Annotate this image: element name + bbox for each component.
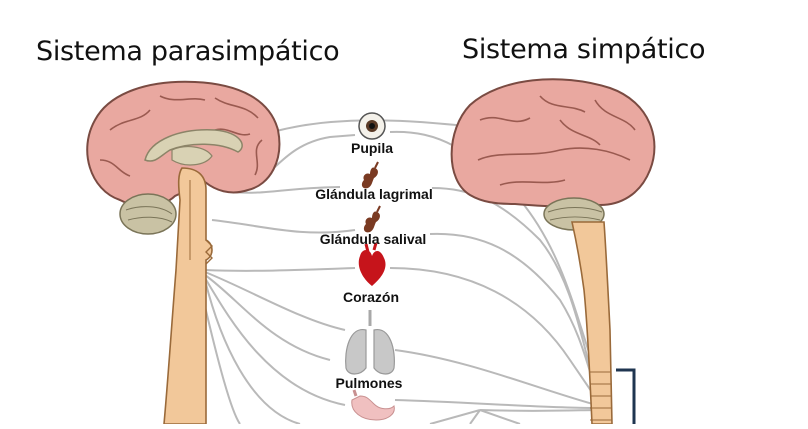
nerve-para-lungs-2 [204,274,331,361]
organ-label-pupil: Pupila [350,140,394,156]
nerve-para-salivary [211,219,356,234]
thoracic-bracket [616,368,636,424]
left-cerebellum [119,193,177,235]
left-brain [86,80,281,425]
organ-label-lacrimal: Glándula lagrimal [315,186,433,202]
nerve-para-lungs-1 [204,271,346,331]
organ-label-salivary: Glándula salival [319,231,427,247]
nerve-symp-lower-4 [479,409,601,412]
nerve-symp-stomach [394,399,601,409]
left-brain-gyri [99,95,263,177]
organ-label-lungs: Pulmones [335,375,403,391]
nerve-para-heart [204,267,356,272]
sympathetic-title: Sistema simpático [462,34,706,65]
lungs-icon [345,310,395,375]
organ-label-heart: Corazón [343,289,399,305]
right-spinal-segments [590,371,612,421]
gland-icon [361,161,379,189]
left-spinal-cord [163,167,213,425]
eye-icon [358,112,386,140]
right-brain-cerebrum [450,78,656,208]
nerve-symp-lower-3 [479,409,521,425]
nerve-para-stomach-1 [204,277,346,406]
heart-icon [358,242,386,286]
nerve-para-stomach-2 [204,279,301,425]
right-brain-gyri [477,95,636,186]
parasympathetic-title: Sistema parasimpático [36,36,340,67]
left-brain-corpus-callosum [144,129,243,162]
right-brain [450,78,656,425]
nerve-symp-lungs [394,349,601,407]
nerve-symp-lower-2 [469,409,481,425]
left-brain-thalamus [171,146,213,166]
nerve-symp-salivary [429,232,601,401]
nerve-symp-heart [389,267,601,405]
nerve-symp-lower-1 [429,409,481,425]
gland-icon [363,205,381,233]
stomach-icon [351,389,395,421]
